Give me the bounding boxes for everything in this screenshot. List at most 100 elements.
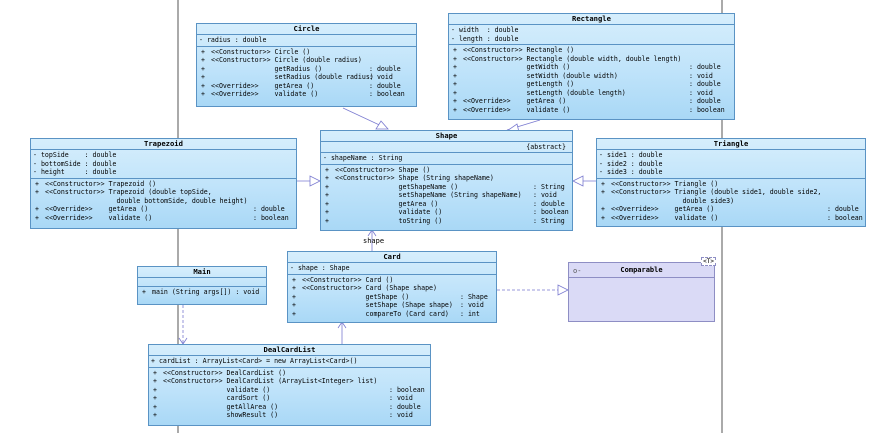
class-rectangle[interactable]: Rectangle - width : double- length : dou… <box>448 13 735 120</box>
visibility-marker: + <box>453 97 457 105</box>
class-shape[interactable]: Shape {abstract} - shapeName : String +<… <box>320 130 573 231</box>
method-row: + getAllArea (): double <box>151 403 428 412</box>
method-signature: <<Override>> validate () <box>45 213 153 222</box>
return-type: : Shape <box>460 292 488 301</box>
class-card[interactable]: Card - shape : Shape +<<Constructor>> Ca… <box>287 251 497 323</box>
method-row: +<<Constructor>> Rectangle (double width… <box>451 55 732 64</box>
method-row: +<<Constructor>> Rectangle () <box>451 46 732 55</box>
visibility-marker: + <box>325 208 329 216</box>
visibility-marker: + <box>292 275 296 284</box>
attribute-row: - shape : Shape <box>290 264 350 272</box>
return-type: : double <box>689 80 721 88</box>
visibility-marker: + <box>453 46 457 54</box>
abstract-stereotype: {abstract} <box>526 143 566 151</box>
visibility-marker: + <box>453 80 457 88</box>
method-row: + showResult (): void <box>151 411 428 420</box>
interface-comparable[interactable]: o- <T> Comparable <box>568 257 716 322</box>
return-type: : double <box>389 402 421 411</box>
return-type: : boolean <box>389 385 425 394</box>
method-row: + <<Constructor>> DealCardList () <box>151 369 428 378</box>
methods-section: +<<Constructor>> Rectangle ()+<<Construc… <box>449 45 734 115</box>
method-signature: double side3) <box>611 196 735 205</box>
visibility-marker: + <box>153 411 157 419</box>
attributes-section: + cardList : ArrayList<Card> = new Array… <box>149 356 430 368</box>
stereotype-section: {abstract} <box>321 142 572 153</box>
method-row: + <<Override>> getArea () : double <box>33 205 294 214</box>
visibility-marker: + <box>201 90 205 98</box>
visibility-marker: + <box>35 205 39 213</box>
class-circle[interactable]: Circle - radius : double +<<Constructor>… <box>196 23 417 107</box>
attribute-row: - height : double <box>33 168 117 176</box>
return-type: : void <box>369 73 393 81</box>
visibility-marker: + <box>201 64 205 73</box>
return-type: : boolean <box>253 213 289 222</box>
visibility-marker: + <box>201 81 205 90</box>
attribute-row: - side1 : double <box>599 151 663 159</box>
return-type: : double <box>827 205 859 213</box>
method-signature: <<Override>> getArea () <box>611 205 715 213</box>
methods-section: +<<Constructor>> Card ()+<<Constructor>>… <box>288 275 496 320</box>
method-row: + getShapeName (): String <box>323 183 570 192</box>
method-row: + setRadius (double radius): void <box>199 73 414 82</box>
association-label: shape <box>363 237 385 245</box>
methods-section: +<<Constructor>> DealCardList ()+<<Const… <box>149 368 430 421</box>
method-row: +<<Override>> validate (): boolean <box>33 214 294 223</box>
method-signature: getArea () <box>335 199 439 208</box>
method-signature: <<Constructor>> Circle (double radius) <box>211 56 362 64</box>
attribute-row: + cardList : ArrayList<Card> = new Array… <box>151 357 358 365</box>
method-signature: <<Override>> getArea () <box>45 205 149 213</box>
visibility-marker: + <box>153 385 157 394</box>
class-title: Rectangle <box>449 14 734 25</box>
class-name: Shape <box>435 131 458 140</box>
return-type: : void <box>689 71 713 80</box>
class-trapezoid[interactable]: Trapezoid - topSide : double- bottomSide… <box>30 138 297 229</box>
return-type: : boolean <box>689 105 725 114</box>
visibility-marker: + <box>601 213 605 222</box>
method-row: + getLength (): double <box>451 80 732 89</box>
return-type: : double <box>253 205 285 213</box>
method-signature: <<Constructor>> Circle () <box>211 47 311 56</box>
class-title: Circle <box>197 24 416 35</box>
methods-section: +<<Constructor>> Trapezoid ()+<<Construc… <box>31 179 296 224</box>
attributes-section: - shapeName : String <box>321 153 572 165</box>
visibility-marker: + <box>153 402 157 411</box>
method-row: + getArea (): double <box>323 200 570 209</box>
method-signature: <<Constructor>> Trapezoid (double topSid… <box>45 188 212 196</box>
method-row: + <<Override>> getArea () : double <box>451 97 732 106</box>
interface-title: Comparable <box>569 263 714 278</box>
return-type: : void <box>460 301 484 309</box>
template-parameter: <T> <box>701 257 716 266</box>
visibility-marker: + <box>325 165 329 174</box>
attribute-row: - side3 : double <box>599 168 663 176</box>
return-type: : double <box>689 97 721 105</box>
return-type: : String <box>533 216 565 225</box>
visibility-marker: + <box>292 301 296 309</box>
method-signature: <<Constructor>> Rectangle (double width,… <box>463 54 682 63</box>
edge-circle-shape-head <box>375 120 389 130</box>
edge-card-comparable-head <box>557 284 569 296</box>
visibility-marker: + <box>153 377 157 385</box>
method-signature: <<Override>> getArea () <box>463 97 567 105</box>
method-row: +main (String args[]) : void <box>140 288 264 297</box>
lollipop-icon: o- <box>573 267 582 275</box>
class-triangle[interactable]: Triangle - side1 : double- side2 : doubl… <box>596 138 866 227</box>
method-signature: validate () <box>163 385 271 394</box>
visibility-marker: + <box>453 63 457 71</box>
attributes-section: - width : double- length : double <box>449 25 734 45</box>
class-title: Main <box>138 267 266 278</box>
method-row: +<<Override>> validate (): boolean <box>599 214 863 223</box>
return-type: : void <box>389 394 413 402</box>
attribute-row: - width : double <box>451 26 519 34</box>
methods-section: +main (String args[]) : void <box>138 287 266 298</box>
edge-triangle-shape-head <box>572 175 584 187</box>
method-signature: <<Override>> validate () <box>211 90 319 98</box>
method-signature: setRadius (double radius) <box>211 73 374 81</box>
class-dealcardlist[interactable]: DealCardList + cardList : ArrayList<Card… <box>148 344 431 426</box>
visibility-marker: + <box>153 368 157 377</box>
method-signature: main (String args[]) : void <box>152 288 260 296</box>
method-row: + getWidth (): double <box>451 63 732 72</box>
method-signature: <<Constructor>> DealCardList () <box>163 368 287 377</box>
class-title: DealCardList <box>149 345 430 356</box>
class-main[interactable]: Main +main (String args[]) : void <box>137 266 267 305</box>
method-signature: showResult () <box>163 411 279 419</box>
